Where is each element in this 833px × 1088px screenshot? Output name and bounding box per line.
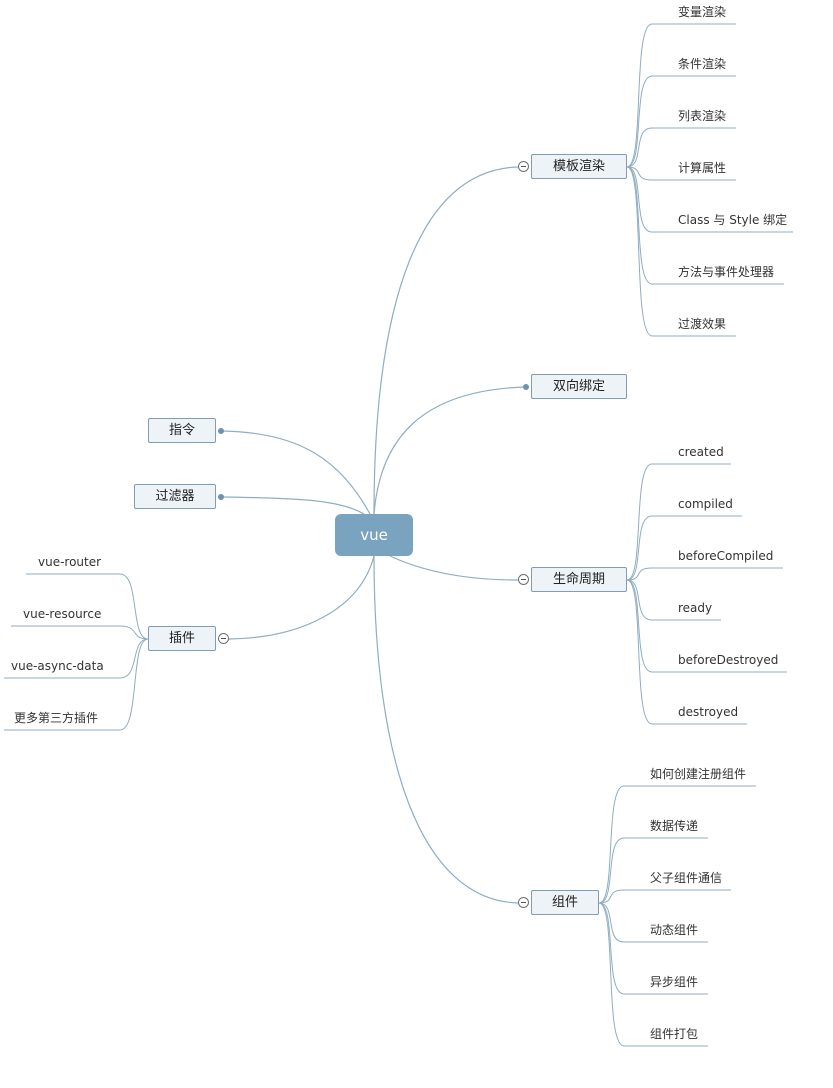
leaf-more-plugins[interactable]: 更多第三方插件	[14, 711, 99, 725]
branch-connector	[373, 386, 527, 515]
leaf-beforedestroyed[interactable]: beforeDestroyed	[678, 653, 779, 667]
leaf-connector	[11, 625, 149, 640]
leaf-computed[interactable]: 计算属性	[678, 161, 727, 175]
node-plugins[interactable]: 插件	[148, 626, 216, 651]
leaf-connector	[626, 463, 731, 581]
leaf-async[interactable]: 异步组件	[650, 975, 699, 989]
branch-connector	[389, 555, 519, 581]
branch-connector	[220, 496, 365, 515]
branch-connector	[373, 166, 519, 515]
node-two-way-binding[interactable]: 双向绑定	[531, 374, 627, 399]
leaf-beforecompiled[interactable]: beforeCompiled	[678, 549, 774, 563]
leaf-connector	[598, 902, 708, 1047]
leaf-connector	[598, 837, 708, 904]
leaf-connector	[626, 579, 721, 621]
leaf-create-register[interactable]: 如何创建注册组件	[650, 767, 747, 781]
leaf-vue-router[interactable]: vue-router	[38, 555, 102, 569]
collapse-toggle-icon[interactable]	[518, 897, 529, 908]
leaf-connector	[626, 127, 736, 168]
leaf-connector	[26, 573, 149, 640]
node-directives[interactable]: 指令	[148, 418, 216, 443]
leaf-methods-events[interactable]: 方法与事件处理器	[678, 265, 775, 279]
leaf-parent-child[interactable]: 父子组件通信	[650, 871, 723, 885]
leaf-connector	[626, 166, 736, 337]
leaf-connector	[626, 515, 742, 581]
leaf-list-render[interactable]: 列表渲染	[678, 109, 727, 123]
leaf-connector	[598, 902, 708, 943]
leaf-connector	[4, 638, 149, 679]
leaf-connector	[626, 567, 783, 581]
leaf-ready[interactable]: ready	[678, 601, 713, 615]
leaf-connector	[626, 579, 787, 673]
leaf-conditional-render[interactable]: 条件渲染	[678, 57, 727, 71]
endpoint-dot-icon	[218, 428, 224, 434]
leaf-class-style[interactable]: Class 与 Style 绑定	[678, 213, 788, 227]
leaf-packaging[interactable]: 组件打包	[650, 1027, 699, 1041]
leaf-vue-async-data[interactable]: vue-async-data	[11, 659, 104, 673]
root-node[interactable]: vue	[335, 514, 413, 556]
leaf-created[interactable]: created	[678, 445, 724, 459]
branch-connector	[373, 555, 519, 904]
leaf-connector	[626, 23, 736, 168]
node-components[interactable]: 组件	[531, 890, 599, 915]
leaf-connector	[598, 902, 708, 995]
leaf-connector	[598, 889, 731, 904]
leaf-compiled[interactable]: compiled	[678, 497, 733, 511]
leaf-connector	[626, 166, 793, 233]
node-filters[interactable]: 过滤器	[134, 484, 216, 509]
leaf-connector	[626, 75, 736, 168]
endpoint-dot-icon	[523, 384, 529, 390]
branch-connector	[228, 555, 375, 640]
leaf-connector	[626, 166, 736, 181]
node-lifecycle[interactable]: 生命周期	[531, 567, 627, 592]
leaf-connector	[626, 166, 784, 285]
node-template-render[interactable]: 模板渲染	[531, 154, 627, 179]
leaf-connector	[4, 638, 149, 731]
leaf-destroyed[interactable]: destroyed	[678, 705, 739, 719]
leaf-dynamic[interactable]: 动态组件	[650, 923, 699, 937]
leaf-transitions[interactable]: 过渡效果	[678, 317, 727, 331]
collapse-toggle-icon[interactable]	[218, 633, 229, 644]
leaf-variable-render[interactable]: 变量渲染	[678, 5, 727, 19]
collapse-toggle-icon[interactable]	[518, 574, 529, 585]
collapse-toggle-icon[interactable]	[518, 161, 529, 172]
endpoint-dot-icon	[218, 494, 224, 500]
leaf-data-passing[interactable]: 数据传递	[650, 819, 699, 833]
leaf-connector	[598, 785, 756, 904]
leaf-connector	[626, 579, 747, 725]
branch-connector	[220, 430, 371, 515]
leaf-vue-resource[interactable]: vue-resource	[23, 607, 102, 621]
